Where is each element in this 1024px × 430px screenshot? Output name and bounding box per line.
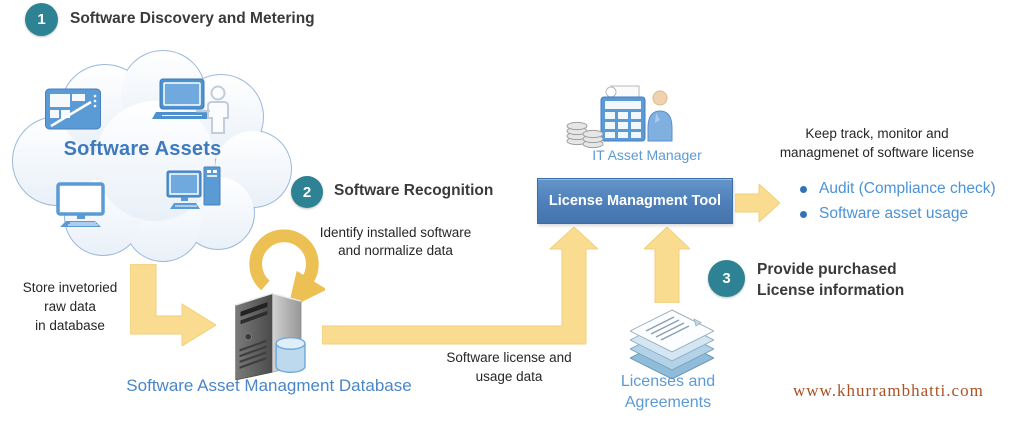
document-stack-icon	[630, 309, 714, 380]
asset-register-icon	[566, 85, 673, 149]
step-1-number: 1	[37, 11, 46, 28]
watermark: www.khurrambhatti.com	[793, 381, 984, 400]
monitor-icon	[56, 182, 105, 227]
step-2-badge: 2	[291, 176, 323, 208]
tool-box-label: License Managment Tool	[548, 193, 722, 209]
server-database-icon	[235, 292, 306, 380]
flow-arrow-database-to-tool	[322, 227, 598, 345]
step-2-title: Software Recognition	[334, 182, 494, 199]
flow-arrow-licenses-to-tool	[644, 227, 690, 303]
flow-arrow-cloud-to-database	[130, 264, 216, 346]
license-management-tool-box: License Managment Tool	[537, 178, 733, 224]
store-note: Store invetoried raw data in database	[15, 278, 125, 335]
bullet-icon	[800, 186, 807, 193]
desktop-computer-icon	[166, 166, 221, 209]
step-2-description: Identify installed software and normaliz…	[319, 225, 472, 258]
laptop-person-icon	[152, 78, 229, 134]
flow-arrow-tool-to-outcomes	[735, 184, 780, 222]
step-3-badge: 3	[708, 260, 745, 297]
step-1-badge: 1	[25, 3, 58, 36]
tablet-icon	[45, 88, 101, 130]
store-note-line: Store invetoried	[22, 280, 118, 295]
flow-label-license-usage: Software license and usage data	[446, 350, 572, 384]
step-2-number: 2	[302, 183, 312, 201]
step-3-number: 3	[722, 270, 731, 287]
it-asset-manager-label: IT Asset Manager	[592, 147, 702, 163]
licenses-label: Licenses and Agreements	[620, 373, 716, 411]
keep-track-note: Keep track, monitor and managmenet of so…	[779, 126, 975, 160]
bullet-icon	[800, 211, 807, 218]
step-1-title: Software Discovery and Metering	[70, 10, 315, 27]
person-icon	[647, 90, 673, 142]
database-label: Software Asset Managment Database	[126, 376, 412, 395]
list-item: Software asset usage	[800, 203, 1024, 225]
store-note-line: in database	[35, 318, 105, 333]
step-3-title: Provide purchased License information	[757, 261, 905, 299]
outcomes-list: Audit (Compliance check) Software asset …	[800, 178, 1024, 228]
cloud-title: Software Assets	[63, 138, 222, 160]
store-note-line: raw data	[44, 299, 96, 314]
list-item: Audit (Compliance check)	[800, 178, 1024, 200]
